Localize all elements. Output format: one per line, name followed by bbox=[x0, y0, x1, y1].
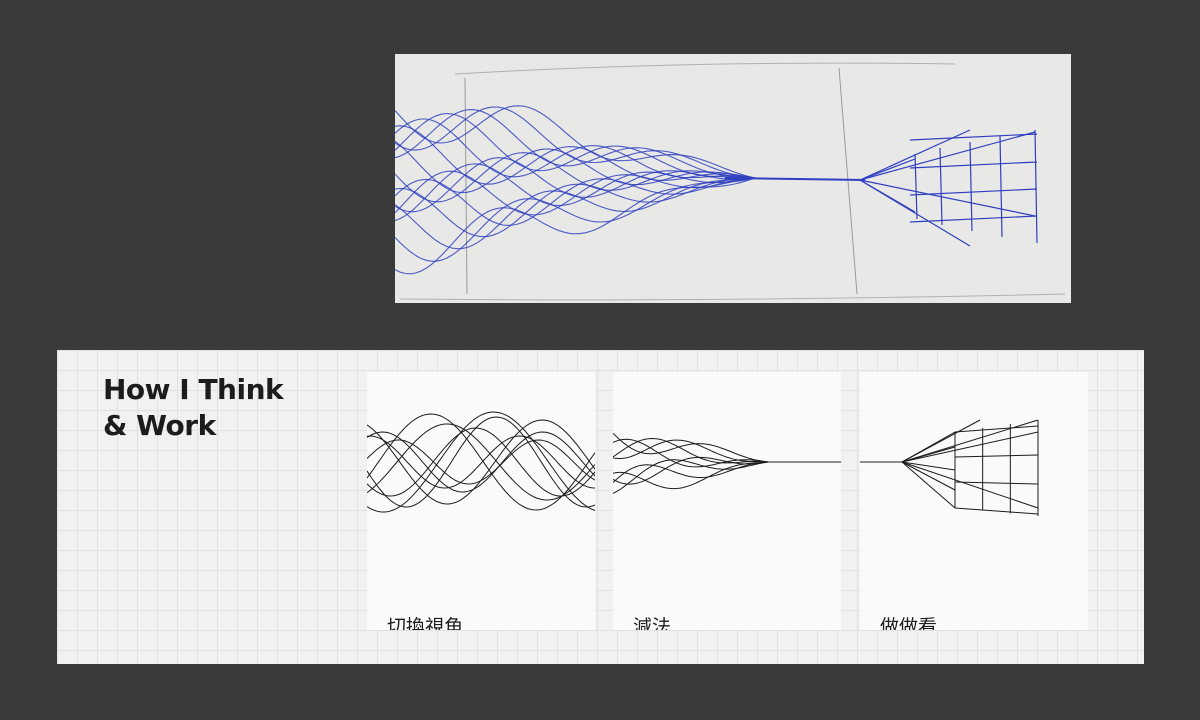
pen-wave-line bbox=[395, 163, 756, 222]
ray-line bbox=[901, 461, 956, 491]
ray-line bbox=[901, 461, 956, 471]
converging-line bbox=[613, 459, 769, 494]
how-i-think-section: How I Think & Work 切換視角 減法 做做看 bbox=[57, 350, 1144, 664]
pen-wave-line bbox=[395, 118, 756, 179]
wave-line bbox=[367, 419, 595, 505]
grid-line bbox=[954, 507, 1039, 515]
concept-sketch-image bbox=[395, 54, 1071, 303]
pen-grid-line bbox=[969, 141, 973, 232]
ray-line bbox=[901, 446, 956, 463]
pen-single-line bbox=[724, 177, 866, 181]
ray-line bbox=[901, 461, 1039, 509]
ray-line bbox=[901, 419, 981, 463]
wave-line bbox=[367, 431, 595, 493]
pen-ray-line bbox=[859, 158, 916, 181]
pen-wave-line bbox=[395, 177, 756, 275]
pen-ray-line bbox=[859, 179, 916, 213]
ray-line bbox=[901, 461, 956, 509]
pen-ray-line bbox=[859, 179, 1036, 217]
pen-grid-line bbox=[914, 153, 918, 220]
converging-line bbox=[613, 437, 769, 464]
pen-grid-line bbox=[909, 161, 1038, 169]
section-title-line2: & Work bbox=[103, 409, 216, 442]
wave-line bbox=[367, 435, 595, 489]
pen-grid-line bbox=[999, 135, 1003, 238]
pen-wave-line bbox=[395, 105, 756, 179]
pen-ray-line bbox=[859, 131, 1036, 181]
card-label: 切換視角 bbox=[387, 616, 464, 630]
pen-wave-line bbox=[395, 109, 756, 179]
section-title: How I Think & Work bbox=[103, 372, 284, 444]
card-label: 做做看 bbox=[880, 616, 938, 630]
converging-line bbox=[613, 438, 769, 468]
pen-grid-line bbox=[909, 133, 1038, 141]
grid-line bbox=[954, 425, 1039, 433]
section-title-line1: How I Think bbox=[103, 373, 284, 406]
wireframe-box-illustration bbox=[860, 419, 1039, 516]
pencil-guide-line bbox=[464, 77, 468, 295]
wave-line bbox=[367, 411, 595, 513]
pencil-guide-line bbox=[838, 67, 858, 295]
sketch-drawing bbox=[395, 62, 1066, 301]
pen-grid-line bbox=[909, 215, 1038, 223]
converging-line bbox=[613, 439, 769, 463]
wave-line bbox=[367, 413, 595, 511]
converging-line bbox=[613, 461, 769, 483]
wave-line bbox=[367, 423, 595, 501]
grid-line bbox=[954, 481, 1039, 485]
converging-line bbox=[613, 432, 769, 463]
pen-wave-line bbox=[395, 125, 756, 185]
pen-wave-line bbox=[395, 177, 756, 238]
wave-line bbox=[367, 416, 595, 508]
pen-wave-line bbox=[395, 140, 756, 194]
grid-line bbox=[954, 454, 1039, 458]
pencil-guide-line bbox=[454, 62, 956, 75]
card-switch-perspective: 切換視角 bbox=[367, 372, 595, 630]
pen-wave-line bbox=[395, 152, 755, 203]
converging-line bbox=[613, 456, 769, 485]
ray-line bbox=[901, 419, 1039, 463]
wave-line bbox=[367, 439, 595, 485]
pen-wave-line bbox=[395, 177, 756, 250]
converging-lines-illustration bbox=[613, 432, 841, 494]
pen-wave-line bbox=[395, 177, 756, 262]
pen-wave-line bbox=[395, 177, 756, 226]
pen-grid-line bbox=[1034, 129, 1038, 244]
card-subtraction: 減法 bbox=[613, 372, 841, 630]
pen-grid-line bbox=[909, 188, 1038, 196]
tangled-waves-illustration bbox=[367, 411, 595, 513]
wave-line bbox=[367, 427, 595, 497]
ray-line bbox=[901, 431, 1039, 463]
converging-line bbox=[613, 461, 769, 490]
pencil-guide-line bbox=[399, 293, 1066, 301]
card-just-do-it: 做做看 bbox=[860, 372, 1088, 630]
pen-wave-line bbox=[395, 112, 756, 179]
pen-grid-line bbox=[939, 147, 943, 226]
card-label: 減法 bbox=[633, 616, 672, 630]
